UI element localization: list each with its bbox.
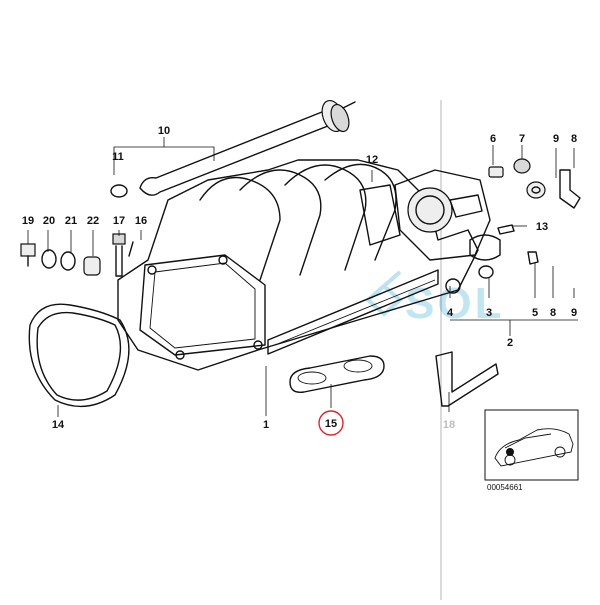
callout-labels: 10 11 12 6 7 9 8 13 19 20 21 22 17 16 4 …: [22, 125, 577, 431]
part-18-bracket: [435, 351, 499, 407]
callout-22: 22: [87, 215, 99, 227]
location-dot: [506, 448, 514, 456]
callout-12: 12: [366, 154, 378, 166]
callout-15: 15: [325, 418, 337, 430]
callout-6: 6: [490, 133, 496, 145]
part-8-elbow: [559, 169, 581, 209]
part-15-gasket: [289, 355, 385, 393]
callout-1: 1: [263, 419, 269, 431]
part-16-clip: [128, 241, 134, 257]
part-19-bolt: [20, 243, 36, 267]
part-idle-valve: [445, 234, 539, 294]
callout-10: 10: [158, 125, 170, 137]
part-17-stud: [112, 233, 126, 277]
part-11-o-ring: [110, 184, 128, 198]
callout-11: 11: [112, 151, 124, 163]
row-label-4: 4: [447, 307, 454, 319]
part-21-seal: [60, 251, 76, 271]
callout-18: 18: [443, 419, 455, 431]
callout-2: 2: [507, 337, 513, 349]
highlight-circle: [318, 410, 344, 436]
inset-code: 00054661: [487, 483, 523, 492]
callout-14: 14: [52, 419, 65, 431]
part-6-fitting: [488, 166, 504, 178]
part-10-vent-pipe: [139, 99, 356, 196]
row-label-9: 9: [571, 307, 577, 319]
vehicle-location-inset: 00054661: [484, 409, 579, 492]
part-13-screw: [497, 224, 515, 235]
part-1-intake-manifold: [117, 159, 479, 371]
callout-16: 16: [135, 215, 147, 227]
callout-19: 19: [22, 215, 34, 227]
part-14-gasket: [28, 303, 130, 408]
row-label-5: 5: [532, 307, 538, 319]
row-label-8: 8: [550, 307, 556, 319]
callout-13: 13: [536, 221, 548, 233]
inset-frame: [484, 409, 579, 481]
leader-lines: [27, 137, 578, 417]
callout-17: 17: [113, 215, 125, 227]
part-9-bushing: [526, 181, 546, 199]
callout-21: 21: [65, 215, 77, 227]
callout-9: 9: [553, 133, 559, 145]
row-label-3: 3: [486, 307, 492, 319]
callout-8: 8: [571, 133, 577, 145]
callout-20: 20: [43, 215, 55, 227]
part-12-throttle-housing: [359, 169, 491, 261]
highlighted-callout-15: 15: [318, 410, 344, 436]
part-20-washer: [41, 249, 57, 269]
callout-7: 7: [519, 133, 525, 145]
part-22-sleeve: [83, 256, 101, 276]
part-7-cap: [513, 158, 531, 174]
